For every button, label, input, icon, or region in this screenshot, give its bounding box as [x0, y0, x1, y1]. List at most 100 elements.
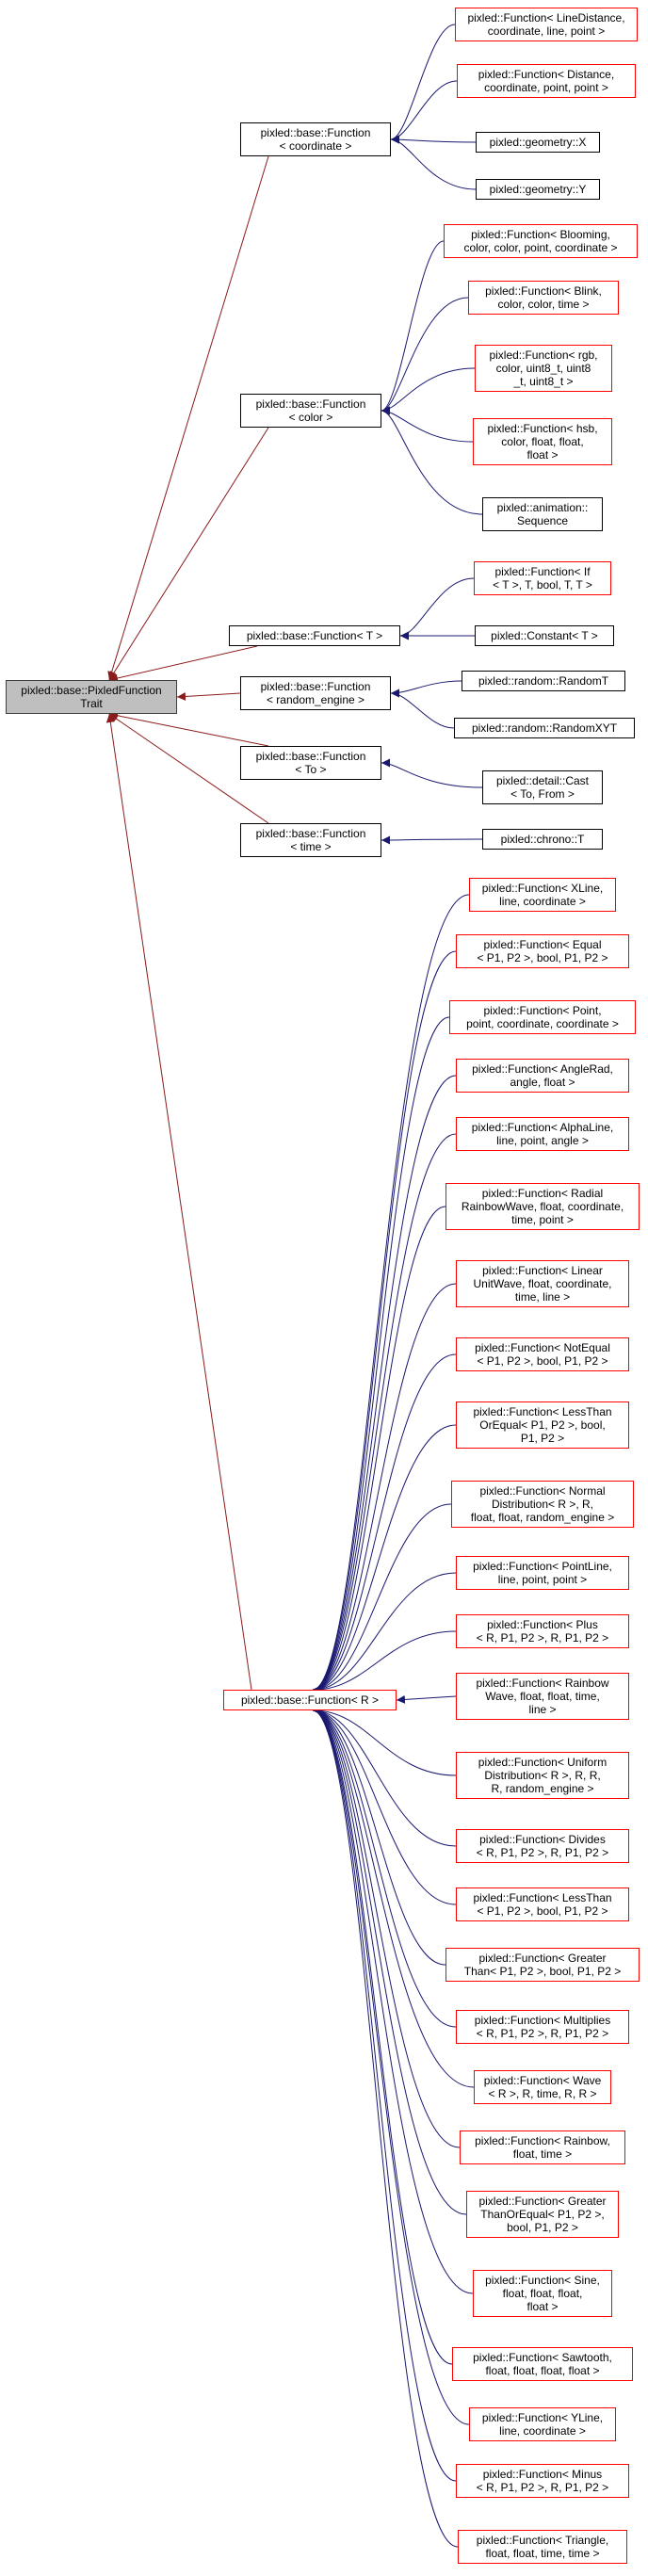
edge-hsb: [381, 406, 474, 443]
node-divides[interactable]: pixled::Function< Divides < R, P1, P2 >,…: [456, 1829, 629, 1863]
node-triangle[interactable]: pixled::Function< Triangle, float, float…: [458, 2530, 627, 2564]
node-less-than-or-equal[interactable]: pixled::Function< LessThan OrEqual< P1, …: [456, 1401, 629, 1449]
node-label: pixled::Function< PointLine, line, point…: [473, 1560, 612, 1586]
node-less-than[interactable]: pixled::Function< LessThan < P1, P2 >, b…: [456, 1887, 629, 1921]
edge-if: [399, 577, 475, 640]
node-label: pixled::Function< Divides < R, P1, P2 >,…: [476, 1833, 609, 1859]
node-rainbow[interactable]: pixled::Function< Rainbow, float, time >: [460, 2130, 625, 2164]
node-constant[interactable]: pixled::Constant< T >: [475, 625, 614, 646]
node-blooming[interactable]: pixled::Function< Blooming, color, color…: [444, 224, 638, 258]
edge-randomt: [390, 680, 462, 698]
node-function-coordinate[interactable]: pixled::base::Function < coordinate >: [240, 122, 391, 156]
edge-divides: [312, 1706, 457, 1847]
node-x-line[interactable]: pixled::Function< XLine, line, coordinat…: [469, 878, 616, 912]
node-point-line[interactable]: pixled::Function< PointLine, line, point…: [456, 1556, 629, 1590]
edge-to-to-root: [108, 711, 269, 747]
edge-radialrainbow: [312, 1206, 446, 1694]
node-label: pixled::detail::Cast < To, From >: [495, 774, 590, 801]
node-animation-sequence[interactable]: pixled::animation:: Sequence: [482, 497, 603, 531]
node-label: pixled::base::Function < color >: [255, 397, 366, 424]
node-rainbow-wave[interactable]: pixled::Function< Rainbow Wave, float, f…: [456, 1673, 629, 1720]
node-point[interactable]: pixled::Function< Point, point, coordina…: [449, 1000, 636, 1034]
node-sine[interactable]: pixled::Function< Sine, float, float, fl…: [473, 2270, 612, 2317]
edge-point: [312, 1016, 450, 1694]
node-label: pixled::Function< Rainbow Wave, float, f…: [476, 1677, 609, 1716]
node-multiplies[interactable]: pixled::Function< Multiplies < R, P1, P2…: [456, 2010, 629, 2044]
node-label: pixled::base::Function < random_engine >: [260, 680, 371, 706]
node-function-time[interactable]: pixled::base::Function < time >: [240, 823, 381, 857]
node-minus[interactable]: pixled::Function< Minus < R, P1, P2 >, R…: [456, 2464, 629, 2498]
node-label: pixled::Function< Minus < R, P1, P2 >, R…: [476, 2468, 609, 2494]
node-label: pixled::geometry::X: [489, 136, 587, 149]
edge-anglerad: [312, 1075, 457, 1694]
node-chrono-t[interactable]: pixled::chrono::T: [482, 829, 603, 850]
node-label: pixled::Function< AlphaLine, line, point…: [471, 1121, 614, 1147]
node-label: pixled::Function< Sawtooth, float, float…: [473, 2351, 612, 2377]
node-label: pixled::Function< Rainbow, float, time >: [475, 2134, 610, 2161]
node-linear-unit-wave[interactable]: pixled::Function< Linear UnitWave, float…: [456, 1260, 629, 1307]
node-function-to[interactable]: pixled::base::Function < To >: [240, 746, 381, 780]
node-function-random-engine[interactable]: pixled::base::Function < random_engine >: [240, 676, 391, 710]
node-greater-than[interactable]: pixled::Function< Greater Than< P1, P2 >…: [446, 1948, 640, 1982]
node-label: pixled::Function< Plus < R, P1, P2 >, R,…: [476, 1618, 609, 1644]
node-label: pixled::Function< XLine, line, coordinat…: [481, 882, 604, 908]
edge-sequence: [381, 406, 483, 515]
node-label: pixled::Function< AngleRad, angle, float…: [472, 1062, 613, 1089]
node-pixled-function-trait[interactable]: pixled::base::PixledFunction Trait: [6, 680, 177, 714]
node-label: pixled::Function< Multiplies < R, P1, P2…: [474, 2014, 611, 2040]
edge-plus: [312, 1630, 457, 1694]
node-blink[interactable]: pixled::Function< Blink, color, color, t…: [468, 281, 619, 315]
node-if[interactable]: pixled::Function< If < T >, T, bool, T, …: [474, 561, 611, 595]
node-geometry-y[interactable]: pixled::geometry::Y: [476, 179, 600, 200]
edge-randomxyt: [390, 689, 455, 729]
node-distance[interactable]: pixled::Function< Distance, coordinate, …: [457, 64, 636, 98]
edge-triangle: [312, 1706, 459, 2548]
edge-alphaline: [312, 1133, 457, 1694]
node-label: pixled::animation:: Sequence: [496, 501, 589, 527]
node-normal-distribution[interactable]: pixled::Function< Normal Distribution< R…: [451, 1481, 634, 1528]
node-label: pixled::Function< Sine, float, float, fl…: [485, 2274, 600, 2313]
node-sawtooth[interactable]: pixled::Function< Sawtooth, float, float…: [452, 2347, 633, 2381]
node-function-color[interactable]: pixled::base::Function < color >: [240, 394, 381, 428]
edge-randeng-to-root: [176, 691, 241, 701]
edge-blooming: [381, 240, 445, 415]
node-uniform-distribution[interactable]: pixled::Function< Uniform Distribution< …: [456, 1752, 629, 1799]
node-line-distance[interactable]: pixled::Function< LineDistance, coordina…: [455, 8, 638, 41]
node-wave[interactable]: pixled::Function< Wave < R >, R, time, R…: [474, 2070, 611, 2104]
node-detail-cast[interactable]: pixled::detail::Cast < To, From >: [482, 770, 603, 804]
node-radial-rainbow-wave[interactable]: pixled::Function< Radial RainbowWave, fl…: [446, 1183, 640, 1230]
node-label: pixled::Function< LessThan < P1, P2 >, b…: [473, 1891, 612, 1918]
node-label: pixled::Function< Blink, color, color, t…: [485, 284, 602, 311]
node-rgb[interactable]: pixled::Function< rgb, color, uint8_t, u…: [475, 345, 612, 392]
node-label: pixled::geometry::Y: [489, 183, 587, 196]
node-not-equal[interactable]: pixled::Function< NotEqual < P1, P2 >, b…: [456, 1337, 629, 1371]
node-alpha-line[interactable]: pixled::Function< AlphaLine, line, point…: [456, 1117, 629, 1151]
node-angle-rad[interactable]: pixled::Function< AngleRad, angle, float…: [456, 1059, 629, 1093]
node-function-t[interactable]: pixled::base::Function< T >: [229, 625, 400, 646]
edge-coord-to-root: [107, 155, 269, 681]
edge-rgb: [381, 367, 476, 415]
edge-gx: [390, 135, 477, 144]
node-label: pixled::Function< Greater Than< P1, P2 >…: [463, 1952, 622, 1978]
node-label: pixled::chrono::T: [500, 833, 585, 846]
node-y-line[interactable]: pixled::Function< YLine, line, coordinat…: [469, 2407, 616, 2441]
node-equal[interactable]: pixled::Function< Equal < P1, P2 >, bool…: [456, 934, 629, 968]
node-random-xyt[interactable]: pixled::random::RandomXYT: [454, 718, 635, 738]
node-geometry-x[interactable]: pixled::geometry::X: [476, 132, 600, 153]
node-hsb[interactable]: pixled::Function< hsb, color, float, flo…: [473, 418, 612, 465]
node-plus[interactable]: pixled::Function< Plus < R, P1, P2 >, R,…: [456, 1614, 629, 1648]
edge-multiplies: [312, 1706, 457, 2028]
edge-t-to-root: [108, 645, 258, 683]
node-greater-than-or-equal[interactable]: pixled::Function< Greater ThanOrEqual< P…: [466, 2191, 619, 2238]
edge-sawtooth: [312, 1706, 453, 2365]
node-function-r[interactable]: pixled::base::Function< R >: [223, 1690, 397, 1710]
node-label: pixled::base::Function< T >: [246, 629, 383, 642]
edge-lessthan: [312, 1706, 457, 1905]
node-label: pixled::Function< Equal < P1, P2 >, bool…: [477, 938, 608, 964]
node-label: pixled::base::Function< R >: [240, 1693, 380, 1707]
edge-notequal: [312, 1353, 457, 1694]
node-random-t[interactable]: pixled::random::RandomT: [462, 671, 625, 691]
edge-minus: [312, 1706, 457, 2482]
